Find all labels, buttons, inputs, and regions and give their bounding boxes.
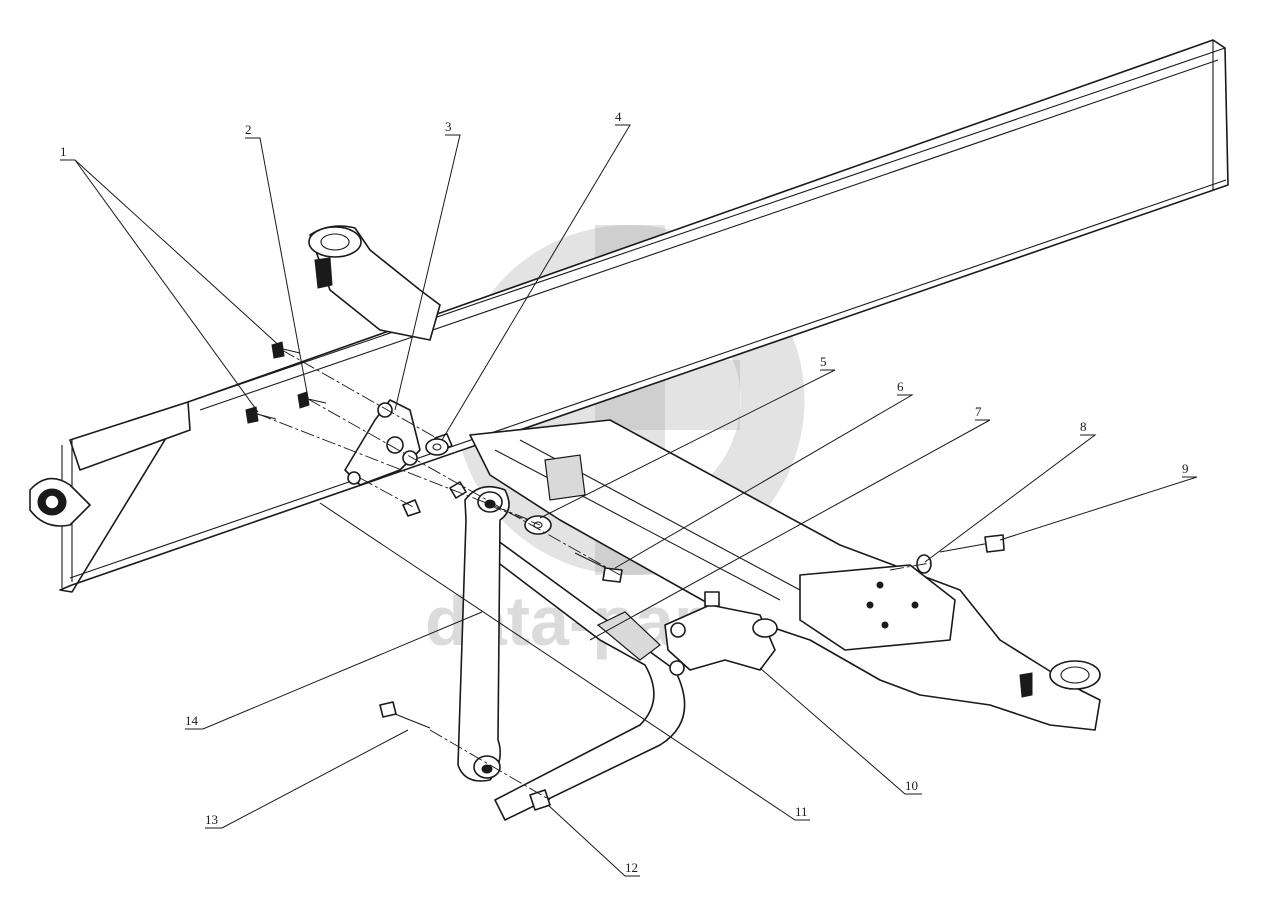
callout-label: 2 bbox=[245, 122, 252, 137]
callout-11: 11 bbox=[319, 502, 810, 821]
callout-6: 6 bbox=[614, 379, 914, 569]
anti-roll-bar bbox=[474, 534, 686, 821]
callout-13: 13 bbox=[205, 729, 409, 829]
mounting-bracket bbox=[344, 399, 421, 486]
callout-label: 13 bbox=[205, 812, 218, 827]
callout-label: 9 bbox=[1182, 461, 1189, 476]
callout-label: 11 bbox=[795, 804, 808, 819]
callout-label: 7 bbox=[975, 404, 982, 419]
callout-2: 2 bbox=[245, 122, 309, 399]
bar-clamp bbox=[664, 591, 778, 676]
callout-14: 14 bbox=[185, 611, 483, 730]
callout-label: 14 bbox=[185, 713, 199, 728]
callout-3: 3 bbox=[394, 119, 461, 411]
callout-10: 10 bbox=[759, 667, 922, 795]
callout-5: 5 bbox=[539, 354, 836, 519]
axle-beam bbox=[308, 225, 1101, 731]
assembly-axes bbox=[257, 349, 931, 801]
callout-8: 8 bbox=[924, 419, 1097, 563]
frame-rail bbox=[59, 39, 1229, 593]
callout-label: 10 bbox=[905, 778, 918, 793]
callout-12: 12 bbox=[547, 804, 640, 877]
callout-label: 3 bbox=[445, 119, 452, 134]
callout-label: 4 bbox=[615, 109, 622, 124]
fasteners bbox=[245, 341, 1005, 811]
callout-1: 1 bbox=[60, 144, 284, 413]
callout-9: 9 bbox=[999, 461, 1198, 541]
callout-label: 8 bbox=[1080, 419, 1087, 434]
callout-4: 4 bbox=[441, 109, 631, 441]
rail-end-eye bbox=[29, 477, 91, 527]
callout-label: 1 bbox=[60, 144, 67, 159]
drop-link bbox=[457, 485, 510, 782]
callout-label: 12 bbox=[625, 860, 638, 875]
callout-7: 7 bbox=[589, 404, 991, 641]
callout-label: 5 bbox=[820, 354, 827, 369]
callout-label: 6 bbox=[897, 379, 904, 394]
